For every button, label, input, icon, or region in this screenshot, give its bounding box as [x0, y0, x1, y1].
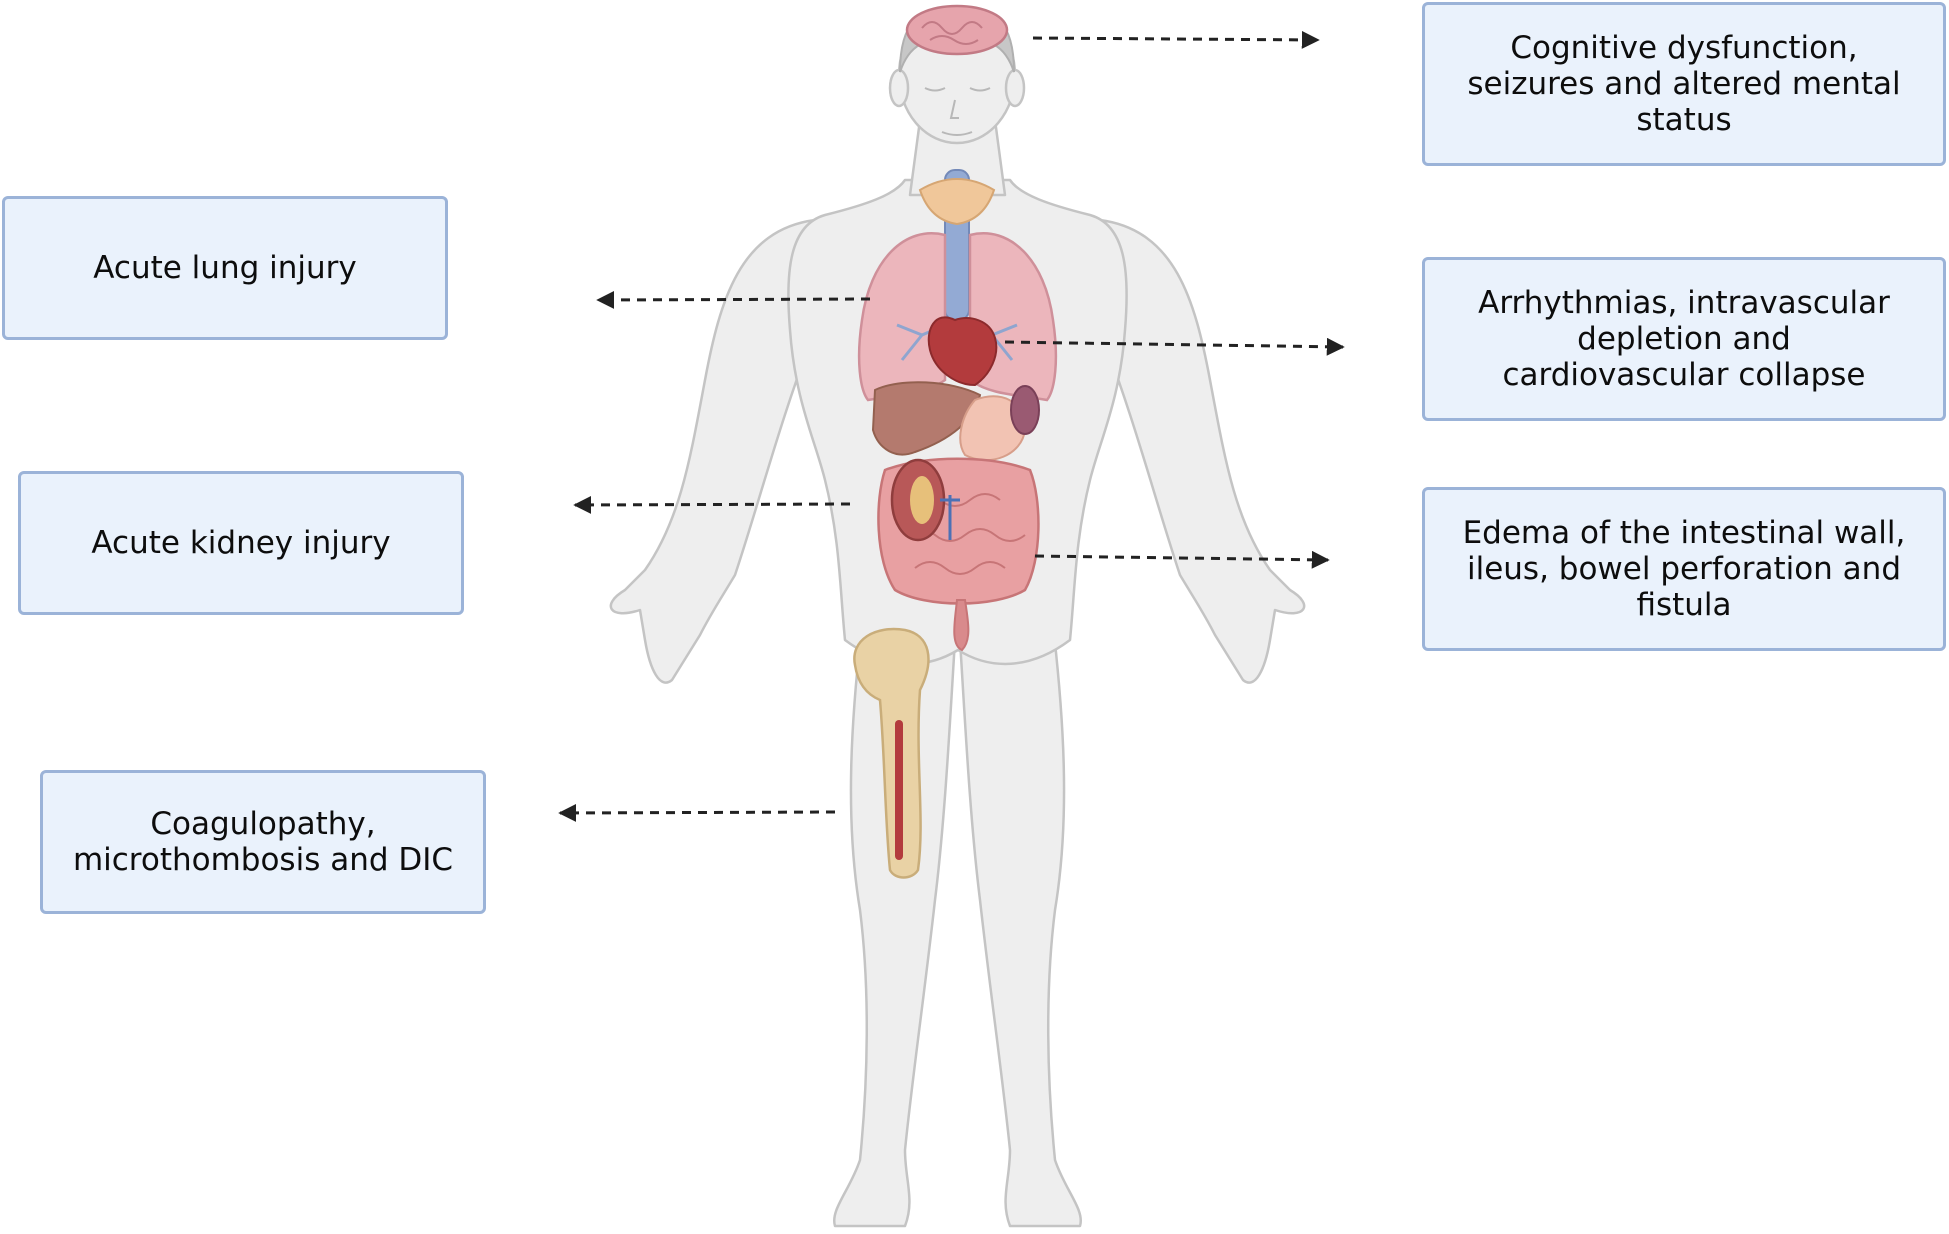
brain-label: Cognitive dysfunction, seizures and alte… [1467, 30, 1901, 138]
arrow-bone [558, 803, 836, 822]
stomach-organ [959, 395, 1027, 462]
femur-bone [853, 627, 930, 879]
arrow-intestine [1034, 550, 1330, 569]
left-leg [832, 598, 957, 1228]
heart-label-box: Arrhythmias, intravascular depletion and… [1422, 257, 1946, 421]
arrow-kidney [573, 495, 851, 514]
spleen-organ [1010, 385, 1040, 435]
arrow-brain [1032, 30, 1320, 49]
arrow-heart [1004, 337, 1345, 356]
arrows [558, 30, 1345, 822]
intestine-label-box: Edema of the intestinal wall, ileus, bow… [1422, 487, 1946, 651]
right-arm [1098, 218, 1306, 684]
heart-label: Arrhythmias, intravascular depletion and… [1478, 285, 1890, 393]
kidney-organ [890, 458, 960, 542]
intestine-label: Edema of the intestinal wall, ileus, bow… [1462, 515, 1906, 623]
bone-label: Coagulopathy, microthombosis and DIC [72, 806, 454, 878]
brain-organ [905, 4, 1009, 56]
lung-label-box: Acute lung injury [2, 196, 448, 340]
arrow-lung [596, 290, 871, 309]
lungs-organ [857, 232, 1058, 402]
left-ear [888, 68, 910, 108]
face [924, 87, 991, 136]
left-arm [609, 218, 817, 684]
trachea-organ [918, 169, 996, 321]
bone-label-box: Coagulopathy, microthombosis and DIC [40, 770, 486, 914]
heart-organ [927, 316, 998, 387]
kidney-label-box: Acute kidney injury [18, 471, 464, 615]
right-leg [958, 598, 1083, 1228]
lung-label: Acute lung injury [93, 250, 357, 286]
kidney-label: Acute kidney injury [91, 525, 391, 561]
brain-label-box: Cognitive dysfunction, seizures and alte… [1422, 2, 1946, 166]
right-ear [1004, 68, 1026, 108]
